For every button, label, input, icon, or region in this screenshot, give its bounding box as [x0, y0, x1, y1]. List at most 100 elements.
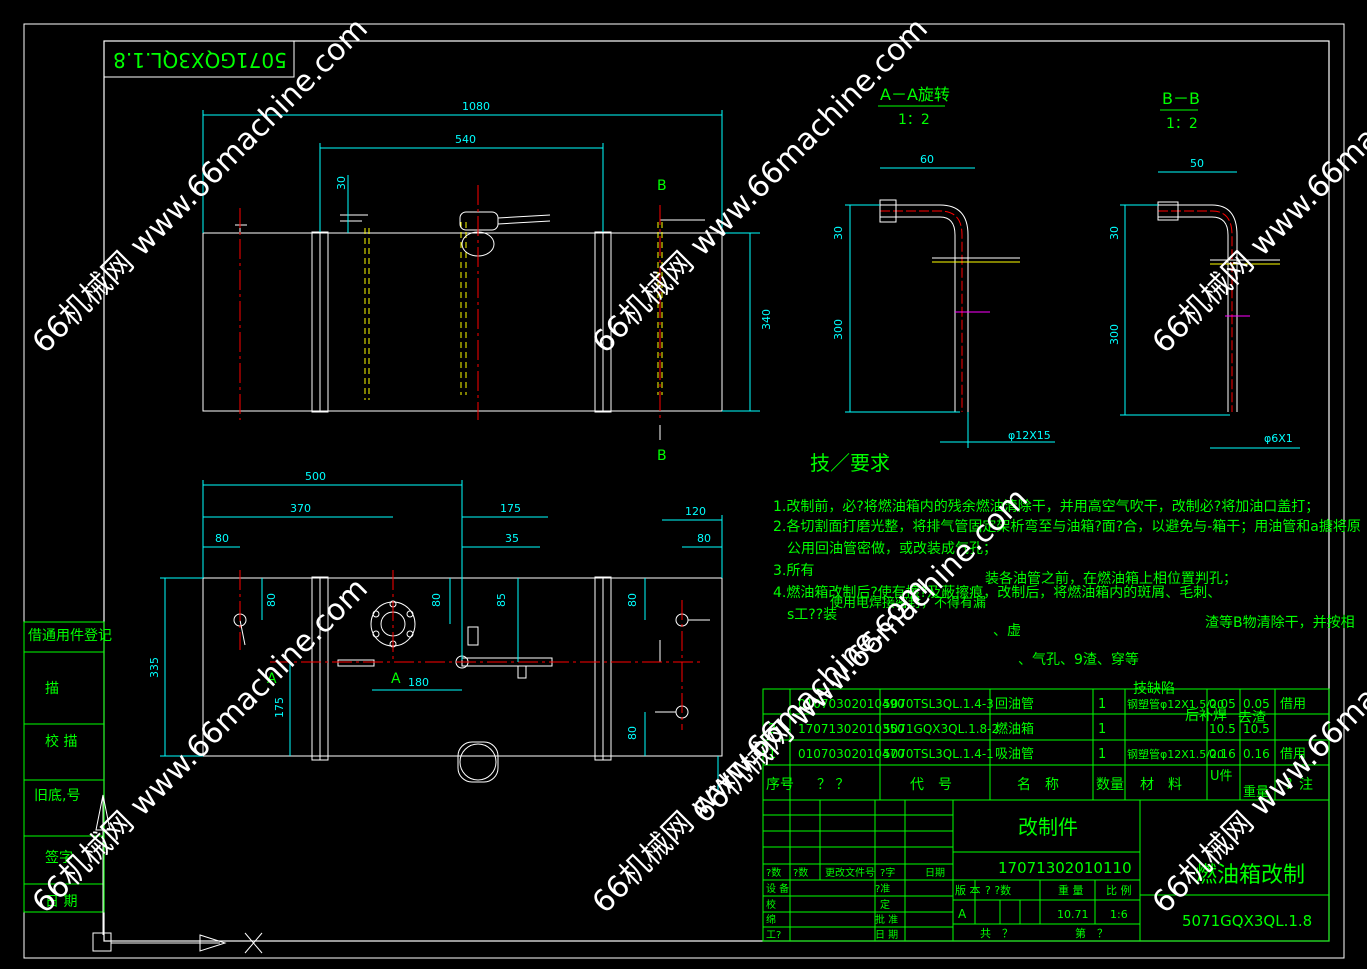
bom-row-1-name: 燃油箱: [995, 721, 1034, 737]
section-marker-b-bottom: B: [657, 448, 667, 464]
bom-header-name: 名 称: [1017, 777, 1059, 793]
left-block-r1: 借通用件登记: [28, 628, 112, 644]
section-a-drawing: [845, 167, 1055, 448]
bom-header-unit: U件: [1210, 769, 1233, 784]
inner-frame: [103, 40, 1330, 942]
bom-grid: [762, 688, 1330, 801]
title-label-mark: ? ?数: [985, 884, 1011, 897]
bom-row-1-part: 5071GQX3QL.1.8-2: [883, 722, 999, 736]
tech-line-1: 1.改制前，必?将燃油箱内的残余燃油清除干，并用高空气吹干，改制必?将加油口盖打…: [773, 498, 1319, 515]
bom-row-1-unit: 10.5: [1209, 722, 1236, 736]
title-label-check: 校: [766, 898, 776, 911]
title-label-zones: ?数: [793, 866, 808, 879]
title-label-date2: 日 期: [875, 929, 898, 941]
title-label-weight: 重 量: [1058, 883, 1084, 897]
front-view: [202, 110, 760, 440]
bom-row-0-note: 借用: [1280, 697, 1306, 712]
dim-370: 370: [290, 502, 311, 515]
dim-175-top: 175: [500, 502, 521, 515]
section-a-dim-30: 30: [832, 226, 845, 240]
title-label-sheet: 第 ？: [1075, 926, 1108, 940]
title-drawing-name: 燃油箱改制: [1195, 863, 1305, 888]
section-marker-a-left: A: [267, 671, 277, 687]
bom-row-0-unit: 0.05: [1209, 697, 1236, 711]
title-label-scale: 比 例: [1106, 883, 1132, 897]
title-scale: 1:6: [1110, 908, 1128, 921]
title-drawing-code: 5071GQX3QL.1.8: [1182, 912, 1312, 930]
bom-row-0-name: 回油管: [995, 697, 1034, 712]
bom-row-0-part: 5070TSL3QL.1.4-3: [883, 697, 994, 711]
bom-row-2-note: 借用: [1280, 747, 1306, 762]
dim-120: 120: [685, 505, 706, 518]
dim-340: 340: [760, 309, 773, 330]
bom-row-2-total: 0.16: [1243, 747, 1270, 761]
dim-1080: 1080: [462, 100, 490, 113]
tech-line-2b: 公用回油管密做，或改装成气孔；: [787, 540, 997, 557]
section-marker-a-mid: A: [391, 671, 401, 687]
dim-500: 500: [305, 470, 326, 483]
flipped-title-text: 5071GQX3QL.1.8: [113, 48, 287, 72]
section-a-dim-300: 300: [832, 319, 845, 340]
bom-header-total: 重量: [1243, 784, 1269, 800]
tech-overlap-3: 后补焊: [1185, 708, 1227, 724]
bom-row-1-code: 17071302010350: [798, 722, 905, 736]
left-block-r5: 签字: [45, 849, 73, 866]
bom-row-0-total: 0.05: [1243, 697, 1270, 711]
tech-line-3: 3.所有: [773, 563, 814, 579]
section-b-dim-300: 300: [1108, 324, 1121, 345]
title-label-draw: 绵: [766, 913, 776, 926]
title-label-sign: ?字: [880, 866, 895, 879]
title-label-std: ?准: [875, 883, 890, 895]
bom-row-2-mat: 钢塑管φ12X1.5/20: [1127, 747, 1224, 761]
bom-header-qty: 数量: [1096, 777, 1124, 793]
dim-85: 85: [495, 593, 508, 607]
title-label-mark-col: ?数: [766, 866, 781, 879]
tech-overlap-1: 使用电焊接密封，不得有漏: [830, 595, 986, 611]
title-label-date: 日期: [925, 867, 945, 879]
title-weight: 10.71: [1057, 908, 1089, 921]
section-b-title: B－B: [1162, 89, 1200, 108]
section-b-dim-30: 30: [1108, 226, 1121, 240]
bom-row-0-code: 01070302010490: [798, 697, 905, 711]
bom-header-note: ？注: [1285, 777, 1313, 793]
dim-30-top: 30: [335, 176, 348, 190]
dim-540: 540: [455, 133, 476, 146]
title-stage: A: [958, 907, 967, 921]
dim-80-v1: 80: [265, 593, 278, 607]
bom-header-no: 序号: [766, 777, 794, 793]
title-block-grid: [762, 799, 1330, 942]
title-label-stage: 版 本: [955, 883, 981, 897]
dim-80-left: 80: [215, 532, 229, 545]
bom-header-q: ？ ？: [817, 777, 849, 793]
bom-row-2-code: 01070302010470: [798, 747, 905, 761]
bom-row-0-qty: 1: [1098, 697, 1106, 712]
title-label-approve: 批 准: [875, 913, 898, 926]
section-marker-b-top: B: [657, 178, 667, 194]
left-block-r2: 描: [45, 681, 59, 697]
dim-80-v4: 80: [626, 726, 639, 740]
dim-80-right: 80: [697, 532, 711, 545]
section-b-drawing: [1120, 171, 1300, 449]
bom-row-0-mat: 钢塑管φ12X1.5/20: [1127, 697, 1224, 711]
bom-row-1-no: 2: [768, 722, 776, 737]
section-b-dim-50: 50: [1190, 157, 1204, 170]
title-label-craft: 工?: [766, 930, 781, 941]
outer-frame: [23, 23, 1345, 959]
bom-row-2-name: 吸油管: [995, 747, 1034, 762]
title-kind: 改制件: [1018, 815, 1078, 839]
dim-180: 180: [408, 676, 429, 689]
left-block-r4: 旧底,号: [34, 788, 80, 804]
bom-header-mat: 材 料: [1140, 777, 1182, 793]
section-b-scale: 1：2: [1166, 116, 1198, 132]
tech-line-4e: 、气孔、9渣、穿等: [1018, 651, 1139, 668]
title-label-design: 设 备: [766, 882, 789, 895]
bom-row-2-qty: 1: [1098, 747, 1106, 762]
dim-335: 335: [148, 657, 161, 678]
section-a-dim-60: 60: [920, 153, 934, 166]
section-b-pipe: φ6X1: [1264, 432, 1293, 445]
bom-row-2-unit: 0.16: [1209, 747, 1236, 761]
section-a-scale: 1：2: [898, 112, 930, 128]
title-label-change-doc: 更改文件号: [825, 866, 875, 879]
bom-header-code: 代 号: [910, 777, 952, 793]
